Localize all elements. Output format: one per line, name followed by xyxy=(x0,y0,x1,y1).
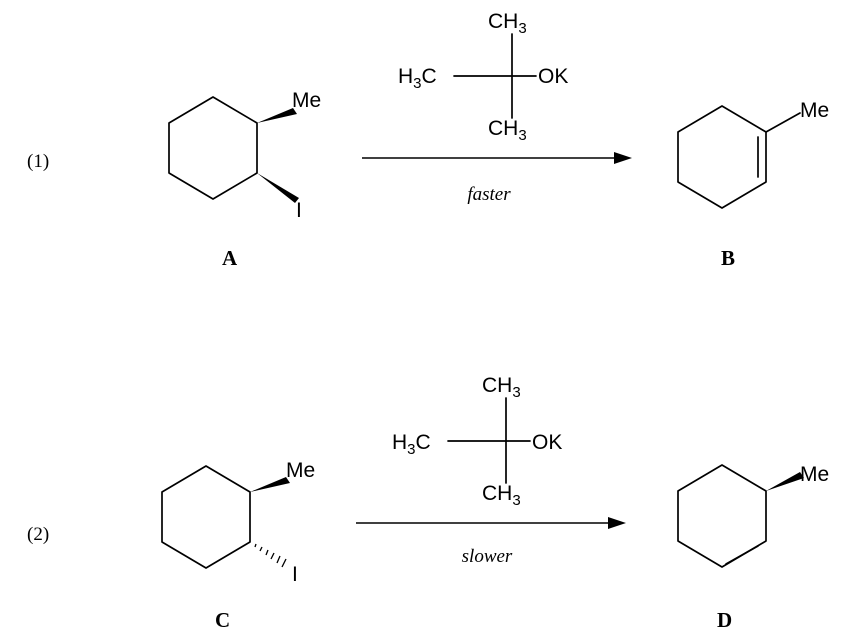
reaction-2: (2) Me I C CH3 H3C OK CH3 xyxy=(27,374,829,632)
wedge-bond-me xyxy=(257,108,297,123)
product-b-structure: Me xyxy=(677,99,829,209)
compound-label-a: A xyxy=(222,246,238,270)
substituent-i: I xyxy=(292,563,298,586)
substituent-me: Me xyxy=(292,89,321,112)
arrow-head xyxy=(608,517,626,529)
methyl-bond xyxy=(765,112,801,133)
reagent-right-group: OK xyxy=(532,431,562,454)
compound-label-c: C xyxy=(215,608,230,632)
reagent-top-group: CH3 xyxy=(482,374,521,401)
reagent-tbuok: CH3 H3C OK CH3 xyxy=(398,10,568,144)
reaction-number: (2) xyxy=(27,524,49,545)
substituent-me: Me xyxy=(800,463,829,486)
reagent-left-group: H3C xyxy=(398,65,437,92)
double-bond-line xyxy=(725,545,759,565)
substituent-i: I xyxy=(296,199,302,222)
reagent-right-group: OK xyxy=(538,65,568,88)
product-d-structure: Me xyxy=(677,463,829,568)
substituent-me: Me xyxy=(800,99,829,122)
condition-label: slower xyxy=(462,546,513,567)
reaction-1: (1) Me I A CH3 H3C OK CH3 faster Me xyxy=(27,10,829,270)
condition-label: faster xyxy=(467,184,511,205)
reagent-tbuok: CH3 H3C OK CH3 xyxy=(392,374,562,509)
wedge-bond-me xyxy=(250,477,290,492)
compound-label-b: B xyxy=(721,246,735,270)
cyclohexane-ring xyxy=(161,465,251,569)
substituent-me: Me xyxy=(286,459,315,482)
wedge-bond-i xyxy=(257,173,299,203)
cyclohexane-ring xyxy=(168,96,258,200)
reactant-c-structure: Me I xyxy=(161,459,315,586)
reactant-a-structure: Me I xyxy=(168,89,321,222)
compound-label-d: D xyxy=(717,608,732,632)
reagent-top-group: CH3 xyxy=(488,10,527,37)
reagent-bottom-group: CH3 xyxy=(482,482,521,509)
reagent-bottom-group: CH3 xyxy=(488,117,527,144)
cyclohexene-ring xyxy=(677,105,767,209)
reaction-number: (1) xyxy=(27,151,49,172)
cyclohexene-ring xyxy=(677,464,767,568)
arrow-head xyxy=(614,152,632,164)
reagent-left-group: H3C xyxy=(392,431,431,458)
wedge-bond-me xyxy=(766,472,804,491)
hashed-bond-i xyxy=(254,543,287,568)
